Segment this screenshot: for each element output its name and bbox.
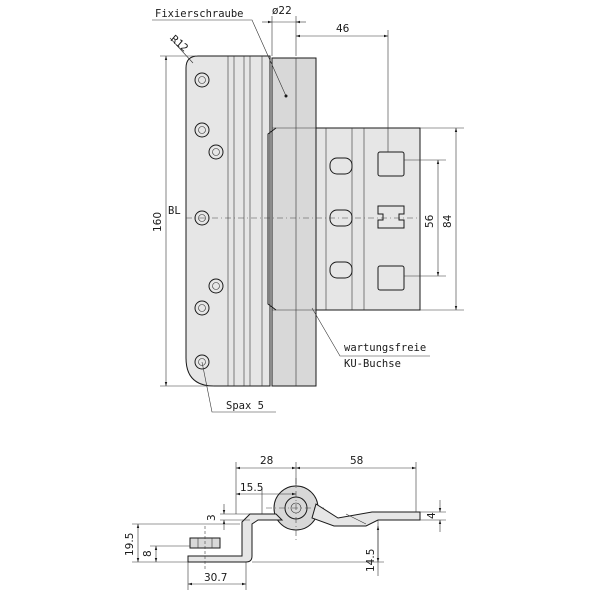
dim-56: 56	[424, 214, 436, 228]
square-hole-top	[377, 151, 405, 177]
dim-19-5: 19.5	[124, 533, 136, 556]
label-frame-line: BL	[168, 205, 181, 217]
section-view: 28 58 15.5 3 4 19.5 8 14.5	[124, 455, 446, 590]
dim-15-5: 15.5	[240, 482, 263, 494]
screw-holes	[194, 72, 224, 370]
dim-30-7: 30.7	[204, 572, 227, 584]
dim-28: 28	[260, 455, 273, 467]
front-view: Fixierschraube R12 ø22 46 160 BL 56 84	[152, 5, 464, 413]
dim-160: 160	[152, 212, 164, 232]
slot-hole-bottom	[329, 261, 353, 279]
label-bushing-2: KU-Buchse	[344, 358, 401, 370]
label-screw: Spax 5	[226, 400, 264, 412]
slot-hole-top	[329, 157, 353, 175]
label-bushing-1: wartungsfreie	[344, 342, 426, 354]
door-leaf-section	[311, 503, 421, 527]
label-radius: R12	[168, 33, 190, 54]
door-leaf	[315, 127, 421, 311]
dim-diameter: ø22	[272, 5, 292, 17]
frame-leaf-section	[187, 513, 284, 563]
dim-3: 3	[206, 514, 218, 521]
dim-84: 84	[442, 214, 454, 228]
bushing-bracket	[267, 127, 277, 311]
dim-58: 58	[350, 455, 363, 467]
dim-4: 4	[426, 512, 438, 519]
dim-46: 46	[336, 23, 350, 35]
hinge-barrel	[271, 57, 317, 387]
dim-8: 8	[142, 550, 154, 557]
keyhole-mid	[377, 205, 405, 229]
square-hole-bottom	[377, 265, 405, 291]
label-set-screw: Fixierschraube	[155, 8, 244, 20]
dim-14-5: 14.5	[365, 549, 377, 572]
